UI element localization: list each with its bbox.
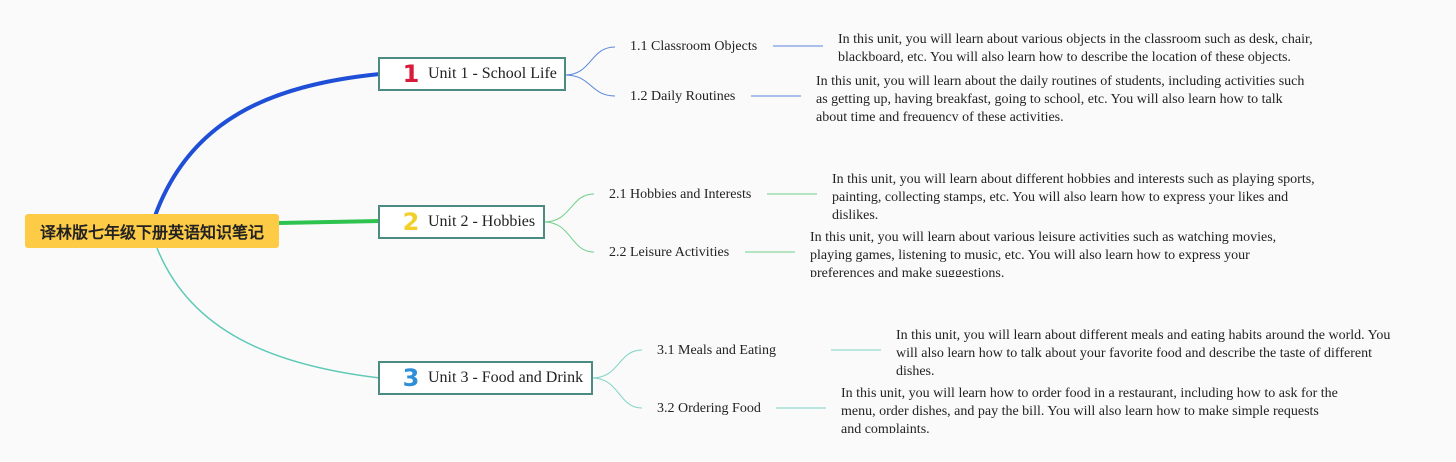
topic-curve-1-2 [564, 74, 616, 97]
branch-line-unit-3 [156, 247, 381, 379]
topic-description: In this unit, you will learn about the d… [816, 74, 1305, 121]
topic-node[interactable]: 1.2 Daily Routines [630, 89, 736, 104]
root-node[interactable]: 译林版七年级下册英语知识笔记 [25, 214, 279, 248]
topic-description: In this unit, you will learn about diffe… [896, 328, 1391, 375]
topic-curve-3-2 [591, 377, 643, 409]
branch-line-unit-2 [278, 219, 381, 225]
unit-title: Unit 3 - Food and Drink [428, 369, 584, 386]
topic-curve-1-1 [564, 46, 616, 76]
topic-node[interactable]: 2.1 Hobbies and Interests [609, 187, 752, 202]
branch-line-unit-1 [153, 72, 381, 217]
unit-node-2[interactable]: 2 Unit 2 - Hobbies [378, 205, 545, 239]
unit-title: Unit 2 - Hobbies [428, 213, 536, 230]
topic-curve-2-2 [543, 221, 595, 253]
unit-node-3[interactable]: 3 Unit 3 - Food and Drink [378, 361, 593, 395]
unit-number-badge: 1 [402, 60, 420, 88]
unit-number-badge: 3 [402, 364, 420, 392]
topic-node[interactable]: 3.2 Ordering Food [657, 401, 761, 416]
topic-node[interactable]: 2.2 Leisure Activities [609, 245, 730, 260]
unit-title: Unit 1 - School Life [428, 65, 557, 82]
topic-curve-3-1 [591, 349, 643, 379]
topic-node[interactable]: 3.1 Meals and Eating [657, 343, 776, 358]
topic-description: In this unit, you will learn how to orde… [841, 386, 1338, 433]
topic-description: In this unit, you will learn about vario… [810, 230, 1277, 277]
topic-node[interactable]: 1.1 Classroom Objects [630, 39, 758, 54]
unit-node-1[interactable]: 1 Unit 1 - School Life [378, 57, 566, 91]
unit-number-badge: 2 [402, 208, 420, 236]
topic-curve-2-1 [543, 193, 595, 223]
topic-description: In this unit, you will learn about vario… [838, 32, 1313, 65]
topic-description: In this unit, you will learn about diffe… [832, 172, 1315, 219]
